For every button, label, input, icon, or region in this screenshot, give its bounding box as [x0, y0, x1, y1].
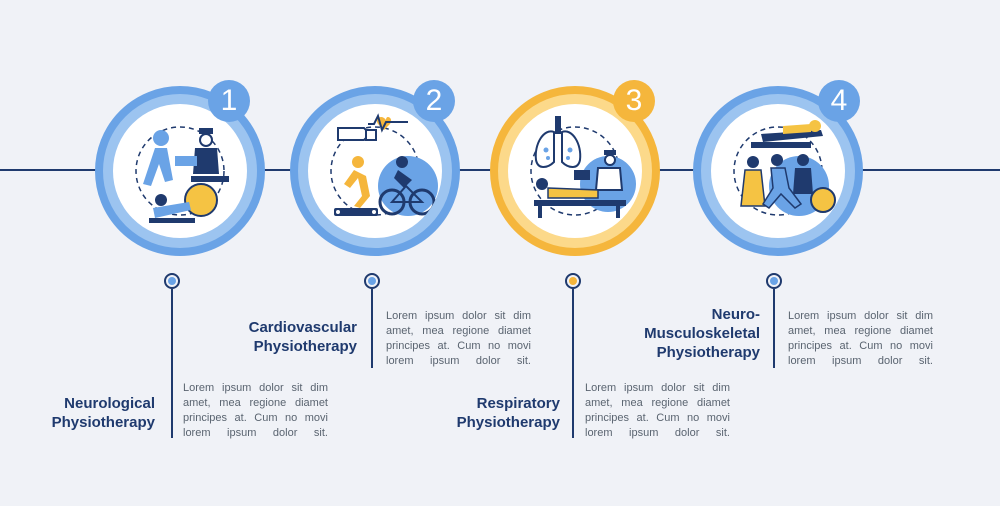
step-3-connector	[572, 289, 574, 438]
step-2-circle	[290, 86, 460, 256]
lungs-treatment-icon	[530, 116, 636, 218]
cardio-exercise-icon	[330, 113, 438, 216]
step-3-description-line: amet, mea regione diamet	[585, 397, 730, 409]
step-1-description-line: Lorem ipsum dolor sit dim	[183, 382, 328, 394]
step-4-description-line: amet, mea regione diamet	[788, 325, 933, 337]
step-2-description-line: principes at. Cum no movi	[386, 340, 531, 352]
step-3-description-line: principes at. Cum no movi	[585, 412, 730, 424]
step-1-illustration	[113, 104, 247, 238]
step-2-number-badge: 2	[413, 80, 455, 122]
step-3-description-line: lorem ipsum dolor sit.	[585, 427, 730, 439]
step-3-title-line: Physiotherapy	[456, 414, 560, 431]
musculoskeletal-therapy-icon	[733, 120, 836, 216]
step-4-title-line: Neuro-	[711, 306, 760, 323]
step-1-title-line: Physiotherapy	[51, 414, 155, 431]
step-2-description-line: amet, mea regione diamet	[386, 325, 531, 337]
step-2-title: Cardiovascular Physiotherapy	[215, 318, 357, 356]
step-2-connector	[371, 289, 373, 368]
step-4-circle	[693, 86, 863, 256]
step-4-description-line: lorem ipsum dolor sit.	[788, 355, 933, 367]
step-2-title-line: Physiotherapy	[253, 338, 357, 355]
step-1-description-line: principes at. Cum no movi	[183, 412, 328, 424]
step-1-title-line: Neurological	[64, 395, 155, 412]
step-1-dot	[164, 273, 180, 289]
step-4-title-line: Physiotherapy	[656, 344, 760, 361]
neurological-rehab-icon	[135, 126, 229, 223]
step-1-description-line: lorem ipsum dolor sit.	[183, 427, 328, 439]
step-1-connector	[171, 289, 173, 438]
step-3-description: Lorem ipsum dolor sit dim amet, mea regi…	[585, 381, 730, 441]
step-4-dot	[766, 273, 782, 289]
step-4-title: Neuro- Musculoskeletal Physiotherapy	[595, 305, 760, 362]
step-4-illustration	[711, 104, 845, 238]
step-3-dot	[565, 273, 581, 289]
step-1-description-line: amet, mea regione diamet	[183, 397, 328, 409]
step-3-title: Respiratory Physiotherapy	[415, 394, 560, 432]
step-4-number-badge: 4	[818, 80, 860, 122]
step-2-description: Lorem ipsum dolor sit dim amet, mea regi…	[386, 309, 531, 369]
step-2-title-line: Cardiovascular	[248, 319, 357, 336]
step-3-title-line: Respiratory	[476, 395, 560, 412]
step-1-description: Lorem ipsum dolor sit dim amet, mea regi…	[183, 381, 328, 441]
step-1-number-badge: 1	[208, 80, 250, 122]
step-2-description-line: lorem ipsum dolor sit.	[386, 355, 531, 367]
step-4-title-line: Musculoskeletal	[644, 325, 760, 342]
step-2-dot	[364, 273, 380, 289]
step-3-number-badge: 3	[613, 80, 655, 122]
step-3-illustration	[508, 104, 642, 238]
step-4-connector	[773, 289, 775, 368]
step-2-illustration	[308, 104, 442, 238]
step-4-description-line: Lorem ipsum dolor sit dim	[788, 310, 933, 322]
step-4-description: Lorem ipsum dolor sit dim amet, mea regi…	[788, 309, 933, 369]
step-4-description-line: principes at. Cum no movi	[788, 340, 933, 352]
step-2-description-line: Lorem ipsum dolor sit dim	[386, 310, 531, 322]
step-1-title: Neurological Physiotherapy	[15, 394, 155, 432]
step-3-description-line: Lorem ipsum dolor sit dim	[585, 382, 730, 394]
